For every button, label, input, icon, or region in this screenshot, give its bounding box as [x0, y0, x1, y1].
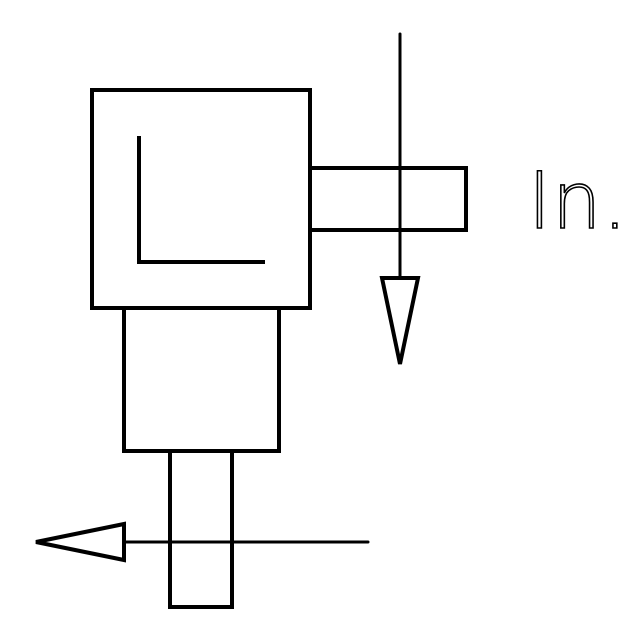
input-label: In. — [528, 157, 628, 247]
input-shaft — [308, 166, 468, 232]
l-mark-icon — [137, 136, 265, 264]
output-arrow-head — [35, 521, 126, 563]
input-arrow-head — [379, 276, 421, 365]
arrow-down-icon — [379, 32, 421, 365]
output-shaft — [168, 449, 234, 609]
lower-body-block — [122, 306, 281, 453]
arrow-left-icon — [35, 521, 370, 563]
gearbox-housing — [90, 88, 312, 310]
